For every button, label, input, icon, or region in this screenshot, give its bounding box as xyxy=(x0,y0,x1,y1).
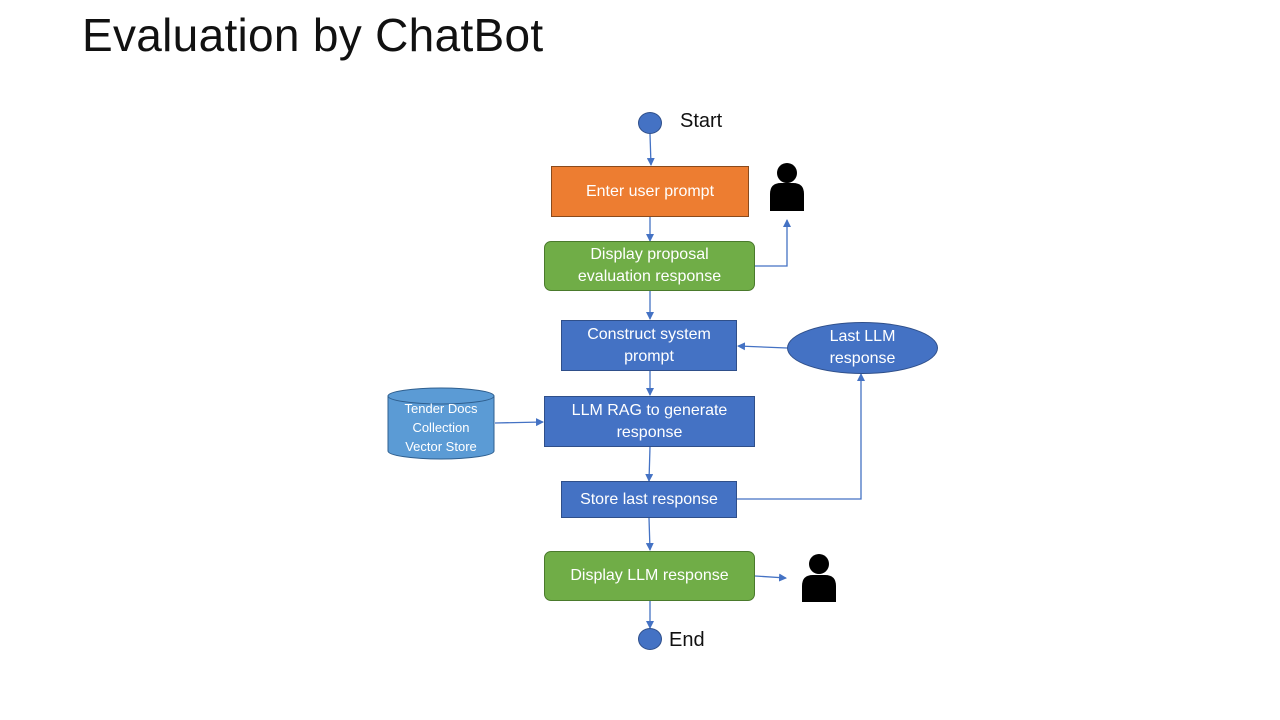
vector-store-cylinder xyxy=(387,387,495,460)
llm-rag-box: LLM RAG to generate response xyxy=(544,396,755,447)
start-label: Start xyxy=(680,110,723,132)
display-proposal-evaluation-box: Display proposal evaluation response xyxy=(544,241,755,291)
user-icon xyxy=(770,163,804,211)
end-label: End xyxy=(669,629,705,651)
last-llm-response-ellipse: Last LLM response xyxy=(787,322,938,374)
arrow-last-llm-to-construct xyxy=(737,342,788,351)
construct-system-prompt-box: Construct system prompt xyxy=(561,320,737,371)
arrow-rag-to-store xyxy=(645,446,654,482)
tender-docs-vector-store-label: Tender Docs Collection Vector Store xyxy=(404,400,478,454)
arrow-store-to-display-llm xyxy=(645,517,654,551)
display-llm-response-box: Display LLM response xyxy=(544,551,755,601)
end-terminal xyxy=(638,628,662,650)
page-title: Evaluation by ChatBot xyxy=(82,9,544,61)
enter-user-prompt-box: Enter user prompt xyxy=(551,166,749,217)
user-icon xyxy=(802,554,836,602)
arrow-start-to-enter xyxy=(646,133,655,166)
start-terminal xyxy=(638,112,662,134)
store-last-response-box: Store last response xyxy=(561,481,737,518)
arrow-display-llm-to-user xyxy=(754,573,787,582)
arrow-vector-store-to-rag xyxy=(494,418,544,427)
arrow-display-proposal-to-user xyxy=(755,219,791,267)
arrow-store-to-last-llm xyxy=(737,373,865,500)
